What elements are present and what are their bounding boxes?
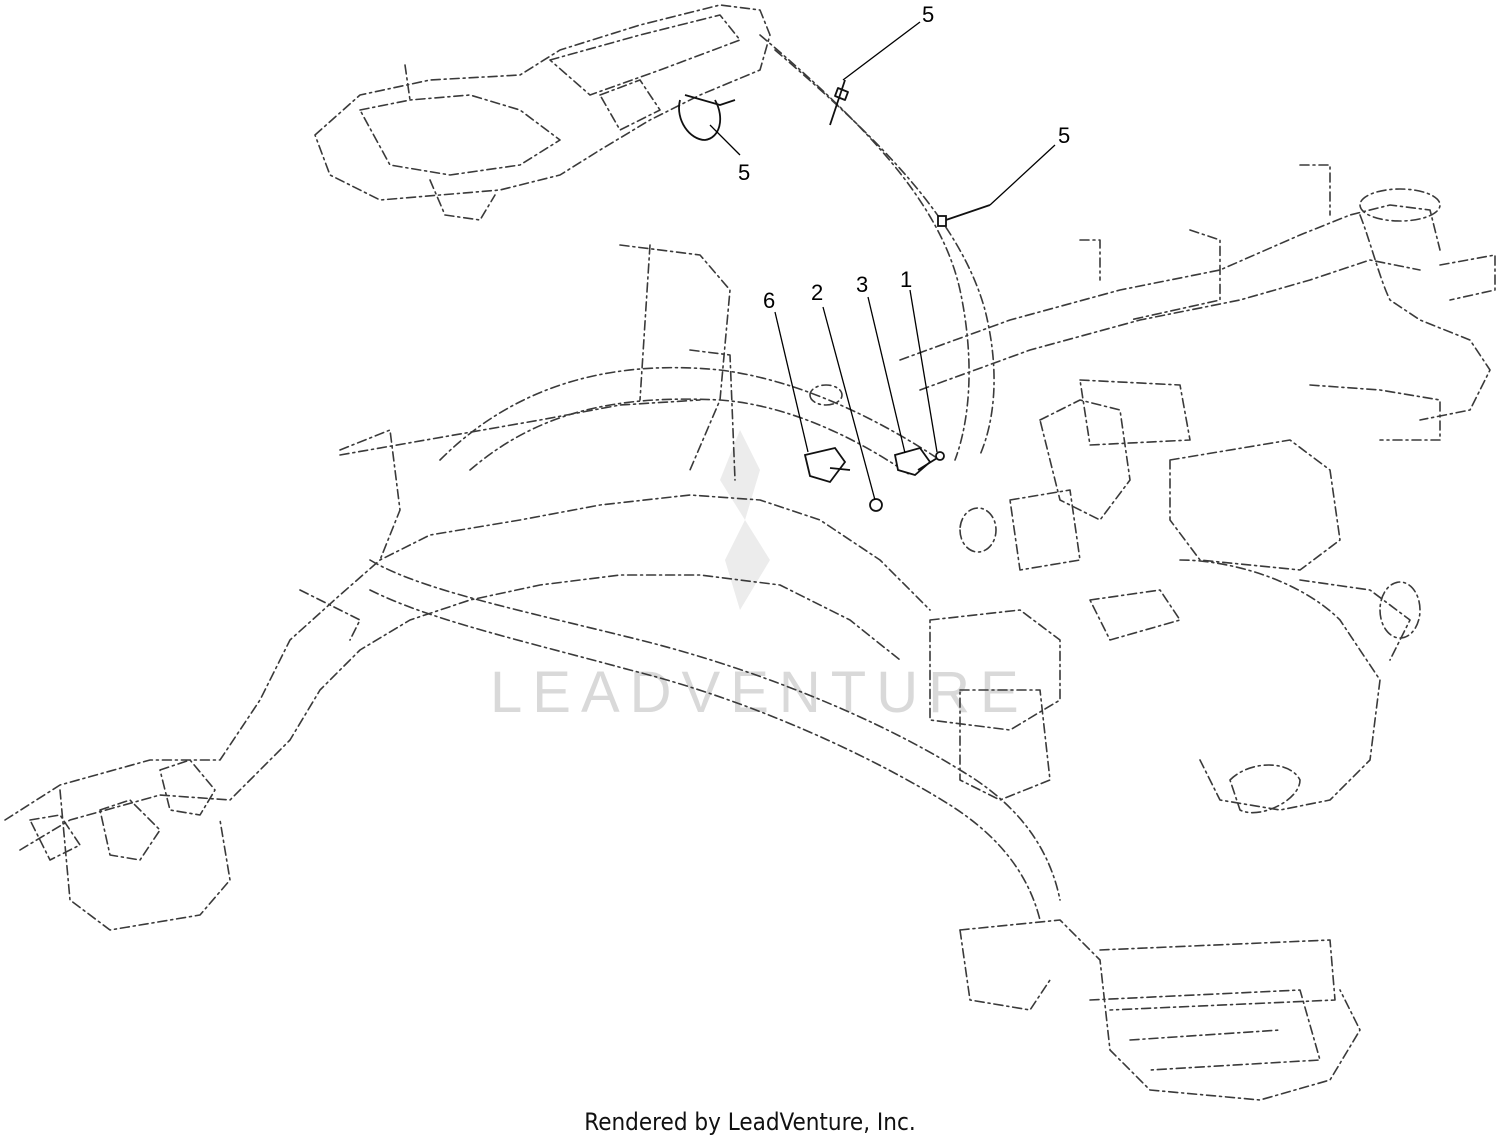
callout-label-6: 6 [763,288,775,313]
callout-label-5-upper: 5 [922,2,934,27]
callout-label-5-right: 5 [1058,123,1070,148]
upper-control-frame [314,4,995,461]
part-5-cable-tie-upper [829,79,849,126]
callout-label-2: 2 [811,280,823,305]
part-2-nut [869,498,883,512]
leader-5-right [989,144,1056,206]
hydro-pumps [809,384,1421,814]
callout-leaders [709,21,1056,501]
part-5-clamp-upper [678,94,736,141]
callout-labels: 5 5 5 6 2 3 1 [738,2,1070,313]
main-frame [4,244,1061,931]
rear-frame [899,164,1496,446]
watermark-text: LEADVENTURE [490,660,1029,725]
leader-5-upper [842,21,921,81]
front-step [959,919,1361,1101]
callout-label-1: 1 [900,267,912,292]
leader-5-clamp [709,124,741,156]
part-3-switch [893,446,932,477]
watermark: LEADVENTURE [490,430,1029,725]
render-credit: Rendered by LeadVenture, Inc. [584,1108,916,1136]
leader-3 [867,296,906,454]
leader-2 [822,306,876,501]
part-1-screw [917,451,945,471]
leader-6 [774,311,809,453]
callout-label-5-clamp: 5 [738,160,750,185]
part-5-cable-tie-right [937,204,991,227]
part-6-bracket [803,446,851,484]
callout-label-3: 3 [856,272,868,297]
leader-1 [909,289,938,453]
